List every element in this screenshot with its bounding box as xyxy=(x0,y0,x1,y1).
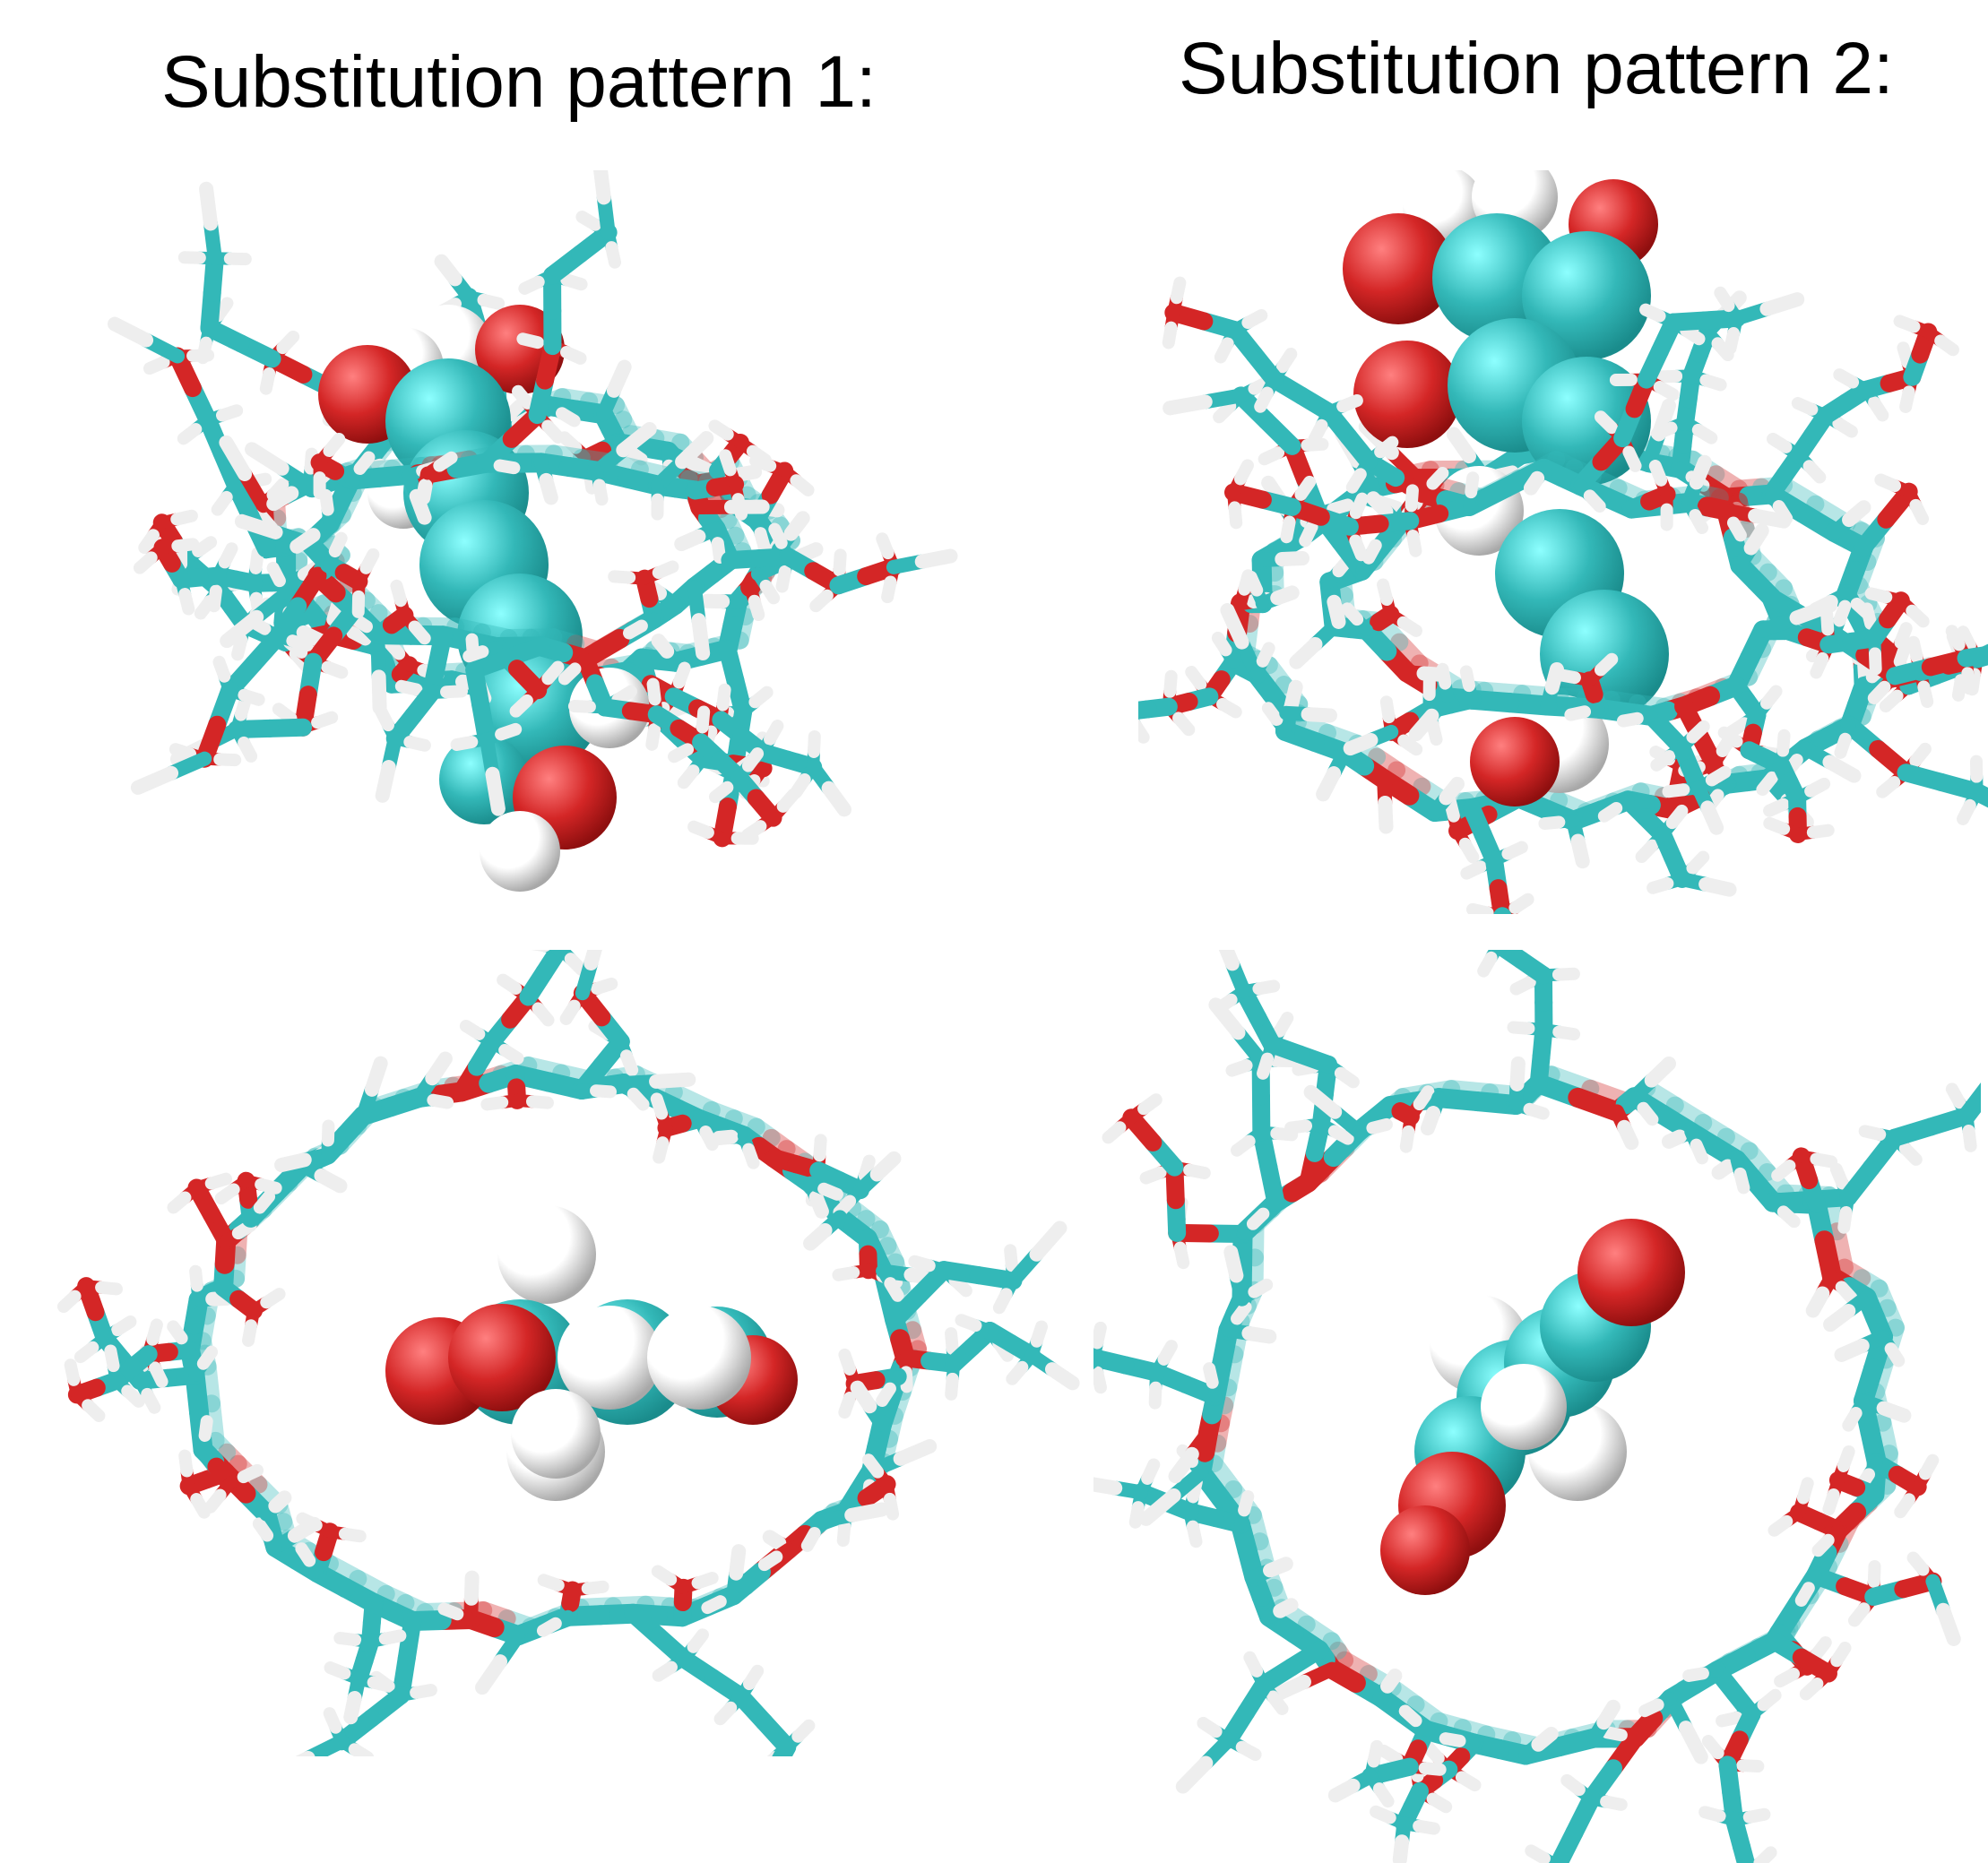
molecule-render-1 xyxy=(108,170,958,892)
substitution-pattern-1-title: Substitution pattern 1: xyxy=(161,41,877,123)
pattern-1-top-view xyxy=(18,950,1093,1756)
molecule-render-4 xyxy=(1093,950,1981,1863)
pattern-1-side-view xyxy=(18,170,1022,914)
molecule-render-2 xyxy=(1138,170,1988,914)
pattern-2-side-view xyxy=(1138,170,1988,914)
pattern-2-top-view xyxy=(1093,950,1981,1863)
substitution-pattern-2-title: Substitution pattern 2: xyxy=(1179,28,1894,109)
molecule-render-3 xyxy=(56,950,1080,1756)
